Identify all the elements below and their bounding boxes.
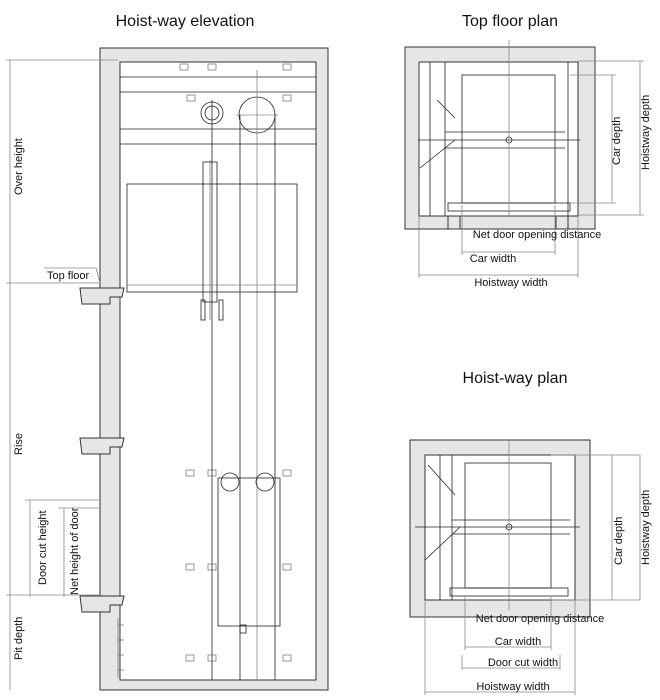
- top-floor-plan: Top floor plan Net door opening distance…: [404, 13, 652, 289]
- top-plan-car: [461, 74, 556, 204]
- hoistway-plan-title: Hoist-way plan: [463, 370, 568, 387]
- net-height-of-door-label: Net height of door: [69, 507, 81, 595]
- top-plan-wall: [404, 46, 596, 230]
- top-car-width-label: Car width: [470, 253, 516, 265]
- hoistway-plan-wall: [409, 439, 591, 618]
- door-cut-height-label: Door cut height: [37, 510, 49, 585]
- hoistway-elevation: Hoist-way elevation: [6, 13, 329, 691]
- hoistway-plan-car: [464, 462, 552, 589]
- plan-door-cut-width-label: Door cut width: [488, 657, 558, 669]
- top-floor-plan-title: Top floor plan: [462, 13, 558, 30]
- pit-depth-label: Pit depth: [13, 617, 25, 660]
- hoistway-plan: Hoist-way plan Net door opening distance…: [409, 370, 652, 695]
- counterweight: [217, 477, 281, 627]
- top-hoistway-depth-label: Hoistway depth: [640, 95, 652, 170]
- car-outline: [126, 183, 298, 293]
- top-floor-label: Top floor: [47, 270, 90, 282]
- plan-hoistway-depth-label: Hoistway depth: [640, 490, 652, 565]
- plan-car-depth-label: Car depth: [613, 517, 625, 565]
- hoistway-wall: [99, 47, 329, 691]
- plan-hoistway-width-label: Hoistway width: [476, 681, 549, 693]
- top-car-depth-label: Car depth: [611, 117, 623, 165]
- over-height-label: Over height: [13, 138, 25, 195]
- top-hoistway-width-label: Hoistway width: [474, 277, 547, 289]
- top-net-door-opening-label: Net door opening distance: [473, 229, 601, 241]
- rise-label: Rise: [13, 433, 25, 455]
- plan-car-width-label: Car width: [495, 636, 541, 648]
- top-floor-slab: [79, 287, 125, 305]
- plan-net-door-opening-label: Net door opening distance: [476, 613, 604, 625]
- elevation-title: Hoist-way elevation: [116, 13, 255, 30]
